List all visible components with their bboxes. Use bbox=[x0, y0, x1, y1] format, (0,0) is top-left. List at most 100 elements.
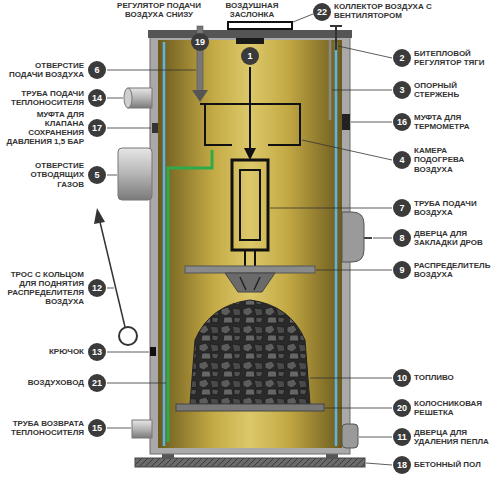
callout-number: 12 bbox=[88, 279, 106, 297]
draft-regulator bbox=[335, 26, 337, 50]
part-label: ОПОРНЫЙ СТЕРЖЕНЬ bbox=[414, 81, 498, 99]
callout-number: 13 bbox=[88, 343, 106, 361]
boiler-shell bbox=[150, 34, 350, 454]
callout-number: 8 bbox=[393, 229, 411, 247]
callout-number: 18 bbox=[393, 456, 411, 474]
fuel bbox=[190, 300, 310, 404]
thermometer-socket bbox=[342, 114, 350, 130]
callout-text: 6 bbox=[94, 66, 99, 75]
door-handle bbox=[364, 237, 372, 239]
air-flow-arrow bbox=[249, 67, 251, 150]
rope bbox=[100, 222, 125, 327]
callout-number: 5 bbox=[88, 166, 106, 184]
part-label: ВОЗДУШНАЯ ЗАСЛОНКА bbox=[212, 1, 292, 19]
callout-text: 16 bbox=[397, 118, 407, 127]
air-collector bbox=[228, 22, 292, 29]
distributor-outlets bbox=[240, 277, 260, 290]
regulator-arrow bbox=[192, 90, 208, 102]
callout-number: 11 bbox=[393, 428, 411, 446]
part-label: РАСПРЕДЕЛИТЕЛЬ ВОЗДУХА bbox=[414, 261, 498, 279]
callout-number: 9 bbox=[393, 261, 411, 279]
callout-text: 11 bbox=[397, 433, 407, 442]
callout-number: 16 bbox=[393, 113, 411, 131]
air-supply-pipe-inner bbox=[240, 170, 260, 240]
callout-number: 15 bbox=[88, 419, 106, 437]
leader-line bbox=[302, 140, 392, 160]
part-label: БЕТОННЫЙ ПОЛ bbox=[414, 460, 498, 469]
callout-text: 3 bbox=[399, 86, 404, 95]
flue-pipe bbox=[118, 148, 152, 200]
leader-line bbox=[332, 90, 392, 91]
callout-number: 4 bbox=[393, 151, 411, 169]
return-pipe bbox=[132, 420, 152, 438]
leader-line bbox=[325, 408, 392, 409]
part-label: ТРУБА ПОДАЧИ ВОЗДУХА bbox=[414, 199, 498, 217]
leader-lines bbox=[107, 14, 392, 465]
callout-text: 17 bbox=[92, 124, 102, 133]
leader-line bbox=[310, 378, 392, 379]
air-distributor bbox=[185, 266, 315, 273]
leader-line bbox=[107, 128, 151, 129]
callout-number: 14 bbox=[88, 89, 106, 107]
callout-text: 4 bbox=[399, 156, 404, 165]
supply-pipe-end bbox=[124, 88, 132, 108]
callout-text: 18 bbox=[397, 461, 407, 470]
part-label: ТОПЛИВО bbox=[414, 373, 498, 382]
leader-line bbox=[270, 208, 392, 209]
leader-line bbox=[351, 122, 392, 123]
callout-text: 20 bbox=[397, 404, 407, 413]
leader-line bbox=[107, 98, 123, 99]
leader-line bbox=[338, 46, 392, 58]
rope-arrow bbox=[94, 208, 105, 224]
leader-line bbox=[107, 288, 114, 289]
callout-number: 20 bbox=[393, 399, 411, 417]
callout-number: 10 bbox=[393, 369, 411, 387]
part-label: ДВЕРЦА ДЛЯ УДАЛЕНИЯ ПЕПЛА bbox=[414, 428, 498, 446]
callout-text: 9 bbox=[399, 266, 404, 275]
air-supply-pipe bbox=[232, 160, 268, 250]
leader-line bbox=[293, 14, 313, 22]
part-label: ОТВЕРСТИЕ ПОДАЧИ ВОЗДУХА bbox=[2, 61, 84, 79]
leader-line bbox=[107, 383, 166, 384]
callout-text: 8 bbox=[399, 234, 404, 243]
air-duct bbox=[168, 150, 212, 442]
grate bbox=[176, 404, 324, 411]
callout-number: 2 bbox=[393, 49, 411, 67]
leader-line bbox=[107, 352, 149, 353]
valve-socket bbox=[152, 123, 158, 133]
part-label: КРЮЧОК bbox=[2, 347, 84, 356]
part-label: РЕГУЛЯТОР ПОДАЧИ ВОЗДУХА СНИЗУ bbox=[112, 1, 206, 19]
callout-text: 2 bbox=[399, 54, 404, 63]
callout-text: 12 bbox=[92, 284, 102, 293]
part-label: КАМЕРА ПОДОГРЕВА ВОЗДУХА bbox=[414, 146, 498, 174]
part-label: КОЛЛЕКТОР ВОЗДУХА С ВЕНТИЛЯТОРОМ bbox=[334, 2, 454, 20]
leader-line bbox=[107, 428, 131, 429]
boiler-interior bbox=[158, 40, 342, 448]
leader-line bbox=[373, 238, 392, 239]
leader-line bbox=[316, 270, 392, 271]
part-label: ТРУБА ВОЗВРАТА ТЕПЛОНОСИТЕЛЯ bbox=[2, 419, 84, 437]
callout-number: 21 bbox=[88, 374, 106, 392]
callout-text: 7 bbox=[399, 204, 404, 213]
callout-text: 5 bbox=[94, 171, 99, 180]
loading-door bbox=[342, 212, 364, 262]
callout-text: 1 bbox=[247, 52, 252, 61]
part-label: ТРУБА ПОДАЧИ ТЕПЛОНОСИТЕЛЯ bbox=[2, 89, 84, 107]
callout-text: 22 bbox=[317, 8, 327, 17]
callout-text: 13 bbox=[92, 348, 102, 357]
leader-line bbox=[359, 437, 392, 438]
air-flow-arrowhead bbox=[244, 148, 256, 160]
part-label: БИТЕПЛОВОЙ РЕГУЛЯТОР ТЯГИ bbox=[414, 49, 498, 67]
part-label: ДВЕРЦА ДЛЯ ЗАКЛАДКИ ДРОВ bbox=[414, 229, 498, 247]
concrete-floor bbox=[135, 458, 365, 467]
draft-regulator-handle bbox=[330, 25, 342, 27]
leader-line bbox=[107, 175, 117, 176]
part-label: МУФТА ДЛЯ ТЕРМОМЕТРА bbox=[414, 113, 498, 131]
callout-number: 7 bbox=[393, 199, 411, 217]
callout-text: 19 bbox=[195, 38, 205, 47]
distributor-cone bbox=[225, 273, 275, 292]
callout-text: 14 bbox=[92, 94, 102, 103]
callout-number: 1 bbox=[241, 47, 259, 65]
